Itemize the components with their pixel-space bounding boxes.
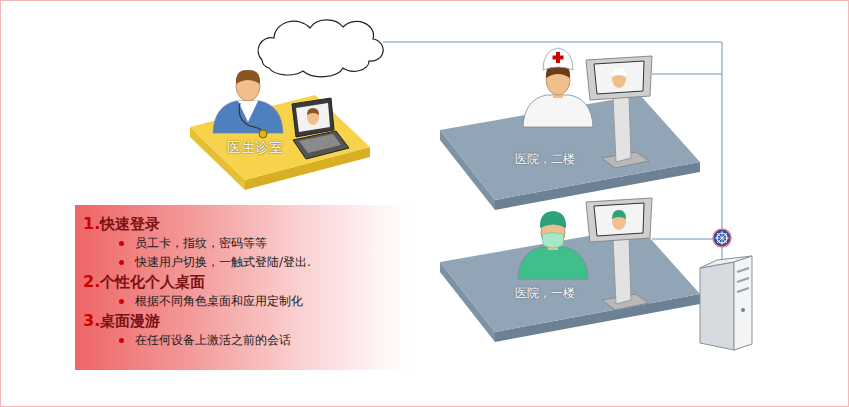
platform-label: 医院，二楼 [515, 151, 575, 168]
kiosk-post [613, 237, 631, 304]
item-text: 根据不同角色桌面和应用定制化 [135, 294, 303, 308]
network-wire [652, 74, 722, 75]
kiosk-post [613, 95, 631, 162]
heading-text: 快速登录 [100, 215, 160, 233]
kiosk-screen [594, 61, 644, 94]
body [523, 95, 593, 127]
laptop-display [296, 103, 330, 132]
item-text: 员工卡，指纹，密码等等 [135, 236, 267, 250]
hub-ring [713, 229, 731, 247]
bullet-dot [119, 260, 124, 265]
kiosk-face-cap [612, 210, 626, 219]
floor-platform: 医生诊室 [185, 92, 375, 192]
platform-label: 医院，一楼 [515, 285, 575, 302]
power-button [741, 308, 745, 312]
bullet-dot [119, 299, 124, 304]
feature-item: 根据不同角色桌面和应用定制化 [83, 292, 400, 311]
platform-top [440, 227, 700, 332]
nurse-cap [543, 48, 573, 70]
kiosk-face-cap [612, 68, 626, 77]
feature-panel: 1.快速登录员工卡，指纹，密码等等快速用户切换，一触式登陆/登出. 2.个性化个人… [75, 205, 410, 370]
heading-number: 2. [83, 272, 100, 291]
doctor-figure [213, 70, 283, 138]
hub-spoke [717, 233, 727, 243]
body [518, 247, 588, 279]
laptop-base [293, 131, 349, 159]
bullet-dot [119, 241, 124, 246]
network-hub [713, 229, 731, 247]
surgeon-cap [540, 211, 566, 228]
platform-shape [435, 222, 705, 347]
drive-slot [737, 268, 749, 272]
heading-number: 1. [83, 214, 100, 233]
feature-item: 员工卡，指纹，密码等等 [83, 234, 400, 253]
hair [236, 70, 260, 84]
laptop-keys [299, 134, 341, 153]
item-text: 快速用户切换，一触式登陆/登出. [135, 255, 311, 269]
heading-text: 个性化个人桌面 [100, 273, 205, 291]
laptop-screen [292, 98, 334, 137]
item-text: 在任何设备上激活之前的会话 [135, 333, 291, 347]
drive-slot [737, 288, 749, 292]
kiosk-housing [586, 56, 652, 100]
feature-heading: 2.个性化个人桌面 [83, 272, 400, 292]
network-wire [652, 239, 713, 240]
drive-slot [737, 278, 749, 282]
heading-text: 桌面漫游 [100, 312, 160, 330]
cloud [258, 20, 383, 77]
surgeon-mask [542, 233, 564, 249]
feature-heading: 3.桌面漫游 [83, 311, 400, 331]
kiosk-terminal [586, 198, 652, 310]
laptop-face [307, 109, 319, 125]
tower-front [734, 256, 752, 350]
stethoscope [239, 103, 262, 132]
kiosk-housing [586, 198, 652, 242]
platform-top [190, 95, 370, 180]
pc-tower [700, 256, 752, 350]
feature-item: 快速用户切换，一触式登陆/登出. [83, 253, 400, 272]
body [213, 101, 283, 133]
nurse-figure [523, 48, 593, 127]
network-wire [383, 42, 722, 229]
feature-heading: 1.快速登录 [83, 214, 400, 234]
red-cross-h [553, 56, 564, 60]
tower-side [700, 262, 734, 350]
kiosk-terminal [586, 56, 652, 168]
bullet-dot [119, 338, 124, 343]
platform-top [440, 95, 700, 200]
feature-item: 在任何设备上激活之前的会话 [83, 331, 400, 350]
floor-platform: 医院，一楼 [435, 222, 705, 347]
stethoscope-head [259, 130, 267, 138]
surgeon-figure [518, 211, 588, 279]
laptop-face-hair [307, 108, 319, 115]
heading-number: 3. [83, 311, 100, 330]
kiosk-screen [594, 203, 644, 236]
platform-label: 医生诊室 [227, 139, 283, 157]
